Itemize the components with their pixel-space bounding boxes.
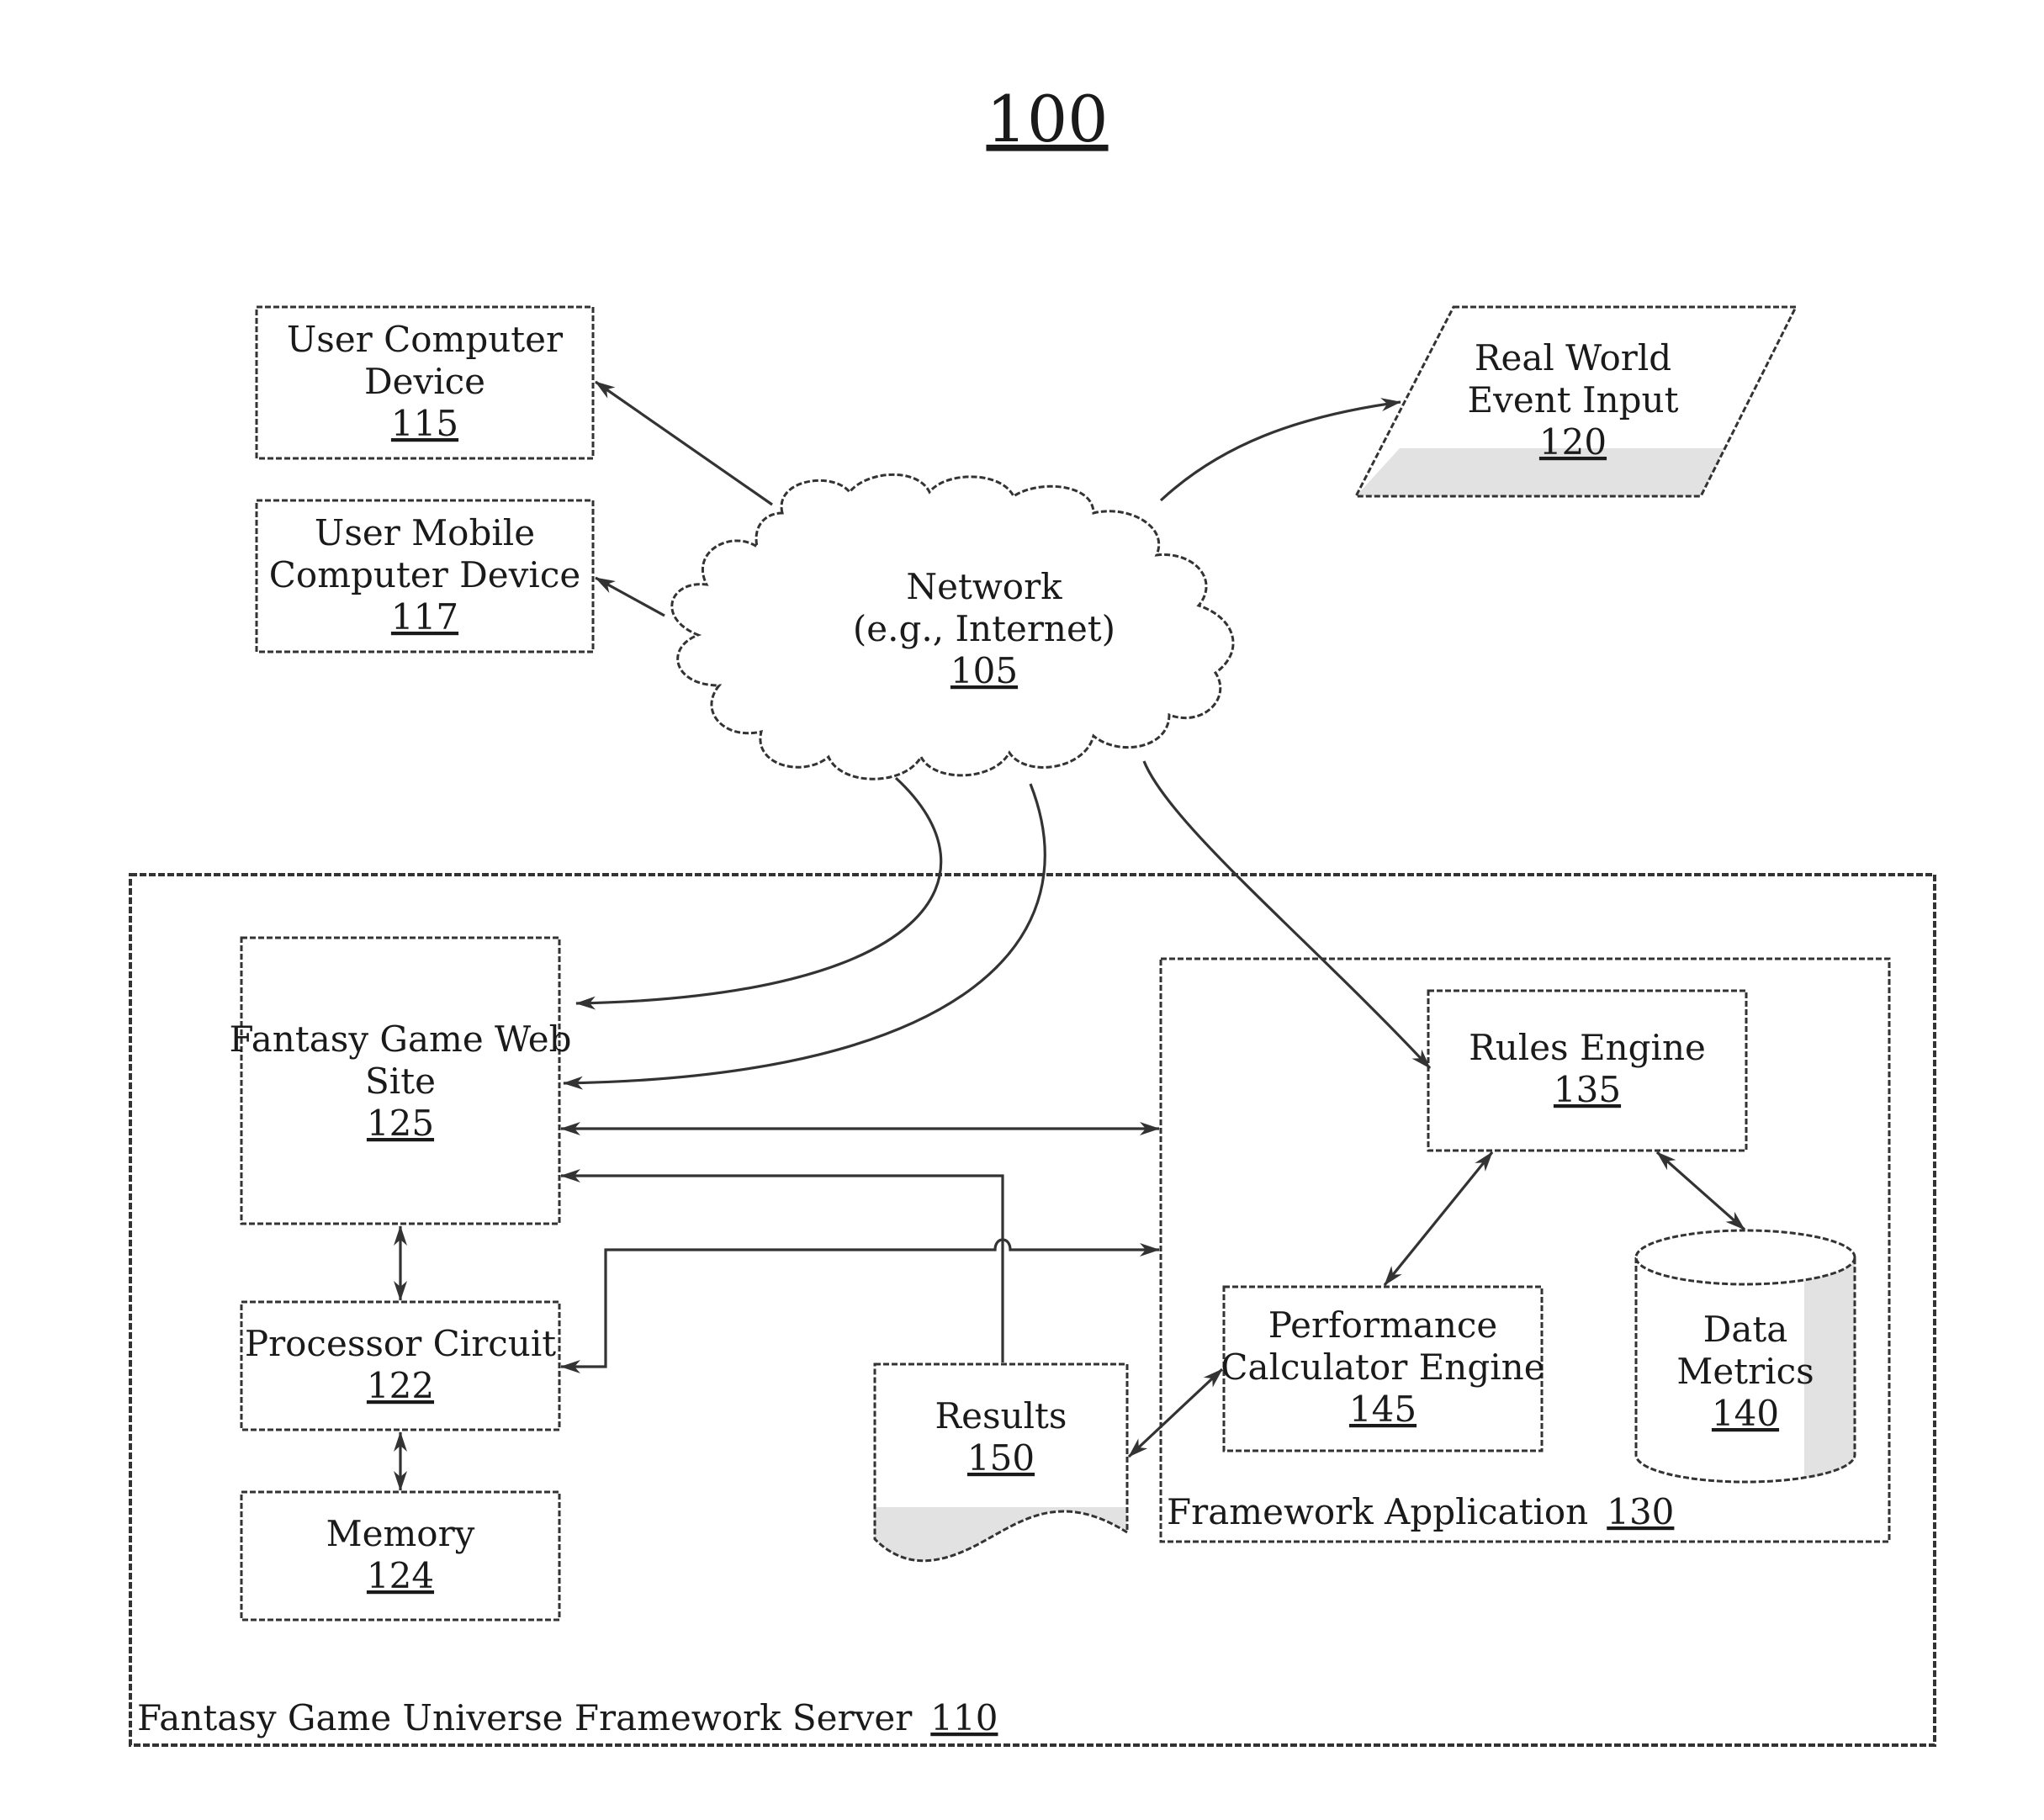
memory-ref: 124 <box>367 1555 434 1596</box>
arrow-processor-framework <box>561 1240 1159 1367</box>
performance-calculator-engine-label-1: Performance <box>1268 1304 1498 1346</box>
fantasy-game-web-site-label-1: Fantasy Game Web <box>229 1018 571 1060</box>
results-label: Results <box>935 1395 1067 1436</box>
user-computer-device: User Computer Device 115 <box>257 307 593 458</box>
performance-calculator-engine: Performance Calculator Engine 145 <box>1221 1287 1544 1451</box>
network-ref: 105 <box>951 650 1018 691</box>
data-metrics-top <box>1636 1230 1855 1284</box>
memory: Memory 124 <box>241 1492 559 1620</box>
framework-application-ref: 130 <box>1607 1491 1674 1532</box>
data-metrics-label-2: Metrics <box>1676 1351 1814 1392</box>
network-label-2: (e.g., Internet) <box>853 608 1115 649</box>
rules-engine-label: Rules Engine <box>1469 1027 1706 1068</box>
user-computer-device-label-1: User Computer <box>287 319 564 360</box>
data-metrics: Data Metrics 140 <box>1636 1230 1855 1482</box>
figure-number: 100 <box>986 82 1108 156</box>
fantasy-game-web-site: Fantasy Game Web Site 125 <box>229 938 571 1224</box>
user-mobile-device-label-2: Computer Device <box>269 554 580 595</box>
performance-calculator-engine-label-2: Calculator Engine <box>1221 1346 1544 1388</box>
processor-circuit-ref: 122 <box>367 1365 434 1406</box>
results-document-shading <box>875 1507 1127 1561</box>
framework-application-label-text: Framework Application <box>1167 1491 1588 1532</box>
user-computer-device-ref: 115 <box>391 403 458 444</box>
network-label-1: Network <box>906 566 1062 607</box>
results-document: Results 150 <box>875 1364 1127 1561</box>
user-mobile-device-ref: 117 <box>391 596 458 638</box>
real-world-event-input-label-2: Event Input <box>1468 379 1679 421</box>
fantasy-game-web-site-ref: 125 <box>367 1103 434 1144</box>
data-metrics-label-1: Data <box>1703 1309 1788 1350</box>
processor-circuit: Processor Circuit 122 <box>241 1302 559 1430</box>
real-world-event-input-label-1: Real World <box>1475 337 1671 378</box>
arrow-results-to-website <box>561 1176 1003 1362</box>
framework-server-label: Fantasy Game Universe Framework Server 11… <box>137 1697 998 1738</box>
real-world-event-input-ref: 120 <box>1539 421 1607 463</box>
rules-engine: Rules Engine 135 <box>1428 991 1746 1151</box>
user-mobile-device: User Mobile Computer Device 117 <box>257 500 593 652</box>
data-metrics-ref: 140 <box>1712 1393 1779 1434</box>
framework-server-label-text: Fantasy Game Universe Framework Server <box>137 1697 913 1738</box>
arrow-network-to-user-computer <box>596 382 772 505</box>
performance-calculator-engine-ref: 145 <box>1349 1389 1417 1430</box>
framework-server-ref: 110 <box>930 1697 998 1738</box>
user-mobile-device-label-1: User Mobile <box>315 512 535 553</box>
rules-engine-ref: 135 <box>1554 1069 1621 1110</box>
results-ref: 150 <box>967 1437 1035 1479</box>
memory-label: Memory <box>326 1513 475 1554</box>
processor-circuit-label: Processor Circuit <box>245 1323 556 1364</box>
fantasy-game-web-site-label-2: Site <box>365 1061 436 1102</box>
arrow-network-to-website-1 <box>576 778 941 1003</box>
user-computer-device-label-2: Device <box>364 361 485 402</box>
arrow-network-to-website-2 <box>564 784 1045 1083</box>
network-cloud: Network (e.g., Internet) 105 <box>672 474 1233 779</box>
real-world-event-input: Real World Event Input 120 <box>1356 307 1796 496</box>
arrow-network-to-user-mobile <box>596 578 665 616</box>
